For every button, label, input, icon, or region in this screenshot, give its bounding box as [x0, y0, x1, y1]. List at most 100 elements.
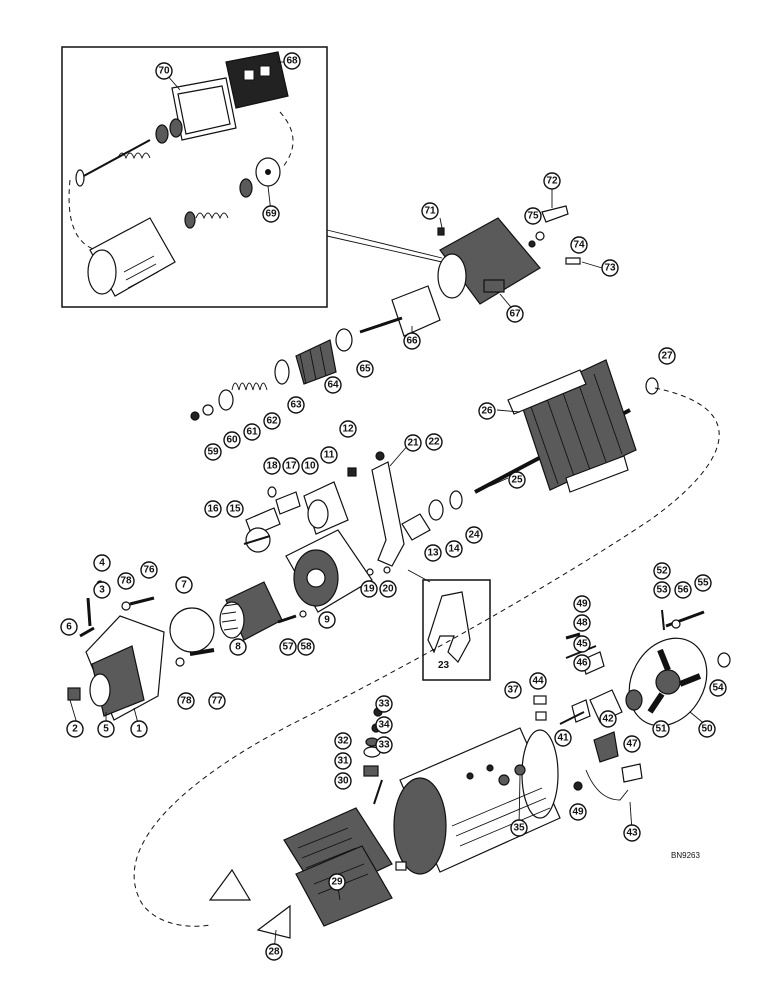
- lever-inset-label: 23: [438, 660, 450, 671]
- washer-shape: [169, 118, 183, 138]
- spring-retainer: [274, 359, 290, 385]
- callout-4: 4: [93, 554, 111, 572]
- terminal-screw: [535, 711, 547, 721]
- frame-screw-head: [498, 774, 510, 786]
- svg-text:16: 16: [207, 504, 219, 515]
- svg-text:2: 2: [72, 724, 78, 735]
- callout-32: 32: [334, 732, 352, 750]
- callout-12: 12: [339, 420, 357, 438]
- bolt-shape: [79, 626, 95, 638]
- small-washer: [383, 566, 391, 574]
- svg-text:20: 20: [382, 584, 394, 595]
- solenoid-mount-foot: [483, 279, 505, 293]
- plug-shape: [717, 652, 731, 668]
- callout-6: 6: [60, 618, 78, 636]
- shift-fork: [427, 591, 471, 663]
- svg-text:53: 53: [656, 585, 668, 596]
- callout-76: 76: [140, 561, 158, 579]
- svg-text:1: 1: [136, 724, 142, 735]
- commutator-end: [533, 588, 731, 801]
- brush-plate: [593, 731, 619, 763]
- o-ring: [335, 328, 353, 352]
- callout-16: 16: [204, 500, 222, 518]
- svg-text:54: 54: [712, 683, 724, 694]
- callout-77: 77: [208, 692, 226, 710]
- lever-inset: 23: [407, 569, 491, 681]
- callout-44: 44: [529, 672, 547, 690]
- callout-31: 31: [334, 752, 352, 770]
- svg-text:47: 47: [626, 739, 638, 750]
- svg-text:50: 50: [701, 724, 713, 735]
- svg-text:48: 48: [576, 618, 588, 629]
- callout-47: 47: [623, 735, 641, 753]
- callout-69: 69: [262, 205, 280, 223]
- callout-51: 51: [652, 720, 670, 738]
- nut-shape: [573, 781, 583, 791]
- field-frame-end: [521, 729, 559, 819]
- svg-text:13: 13: [427, 548, 439, 559]
- insulator-block: [363, 765, 379, 777]
- callout-41: 41: [554, 729, 572, 747]
- svg-text:66: 66: [406, 336, 418, 347]
- svg-text:11: 11: [324, 450, 335, 461]
- svg-text:64: 64: [327, 380, 339, 391]
- clamp-band-screw: [189, 648, 215, 656]
- svg-text:37: 37: [507, 685, 519, 696]
- svg-text:43: 43: [626, 828, 638, 839]
- svg-text:58: 58: [300, 642, 312, 653]
- terminal-stack: [363, 707, 383, 777]
- callout-72: 72: [543, 172, 561, 190]
- frame-hole: [486, 764, 494, 772]
- callout-3: 3: [93, 581, 111, 599]
- washer-shape: [155, 124, 169, 144]
- path-arrow: [256, 904, 291, 939]
- svg-text:62: 62: [266, 416, 278, 427]
- clamp-band: [169, 607, 215, 667]
- callout-78b: 78: [177, 692, 195, 710]
- field-frame-bore: [393, 777, 447, 875]
- svg-text:56: 56: [677, 585, 689, 596]
- svg-text:45: 45: [576, 639, 588, 650]
- svg-text:76: 76: [143, 565, 155, 576]
- thrust-washer: [645, 377, 659, 395]
- svg-text:6: 6: [66, 622, 72, 633]
- plug-slot: [243, 535, 271, 545]
- bolt-shape: [129, 596, 155, 606]
- washer-shape: [175, 657, 185, 667]
- svg-text:24: 24: [468, 530, 480, 541]
- svg-text:26: 26: [481, 406, 493, 417]
- svg-text:9: 9: [324, 615, 330, 626]
- svg-text:49: 49: [576, 599, 588, 610]
- shift-lever-parts: [366, 451, 463, 576]
- field-pole-shoe: [507, 369, 587, 415]
- brush-lead: [559, 711, 585, 725]
- leader-line: [439, 217, 443, 229]
- callout-17: 17: [282, 457, 300, 475]
- drive-housing-bore: [306, 568, 326, 588]
- svg-text:75: 75: [527, 211, 539, 222]
- o-ring: [267, 486, 277, 498]
- solenoid-body-end: [87, 249, 117, 295]
- callout-11: 11: [320, 446, 338, 464]
- svg-text:68: 68: [286, 56, 298, 67]
- callout-45: 45: [573, 635, 591, 653]
- svg-text:46: 46: [576, 658, 588, 669]
- svg-text:8: 8: [235, 642, 241, 653]
- callout-34: 34: [375, 716, 393, 734]
- svg-text:33: 33: [378, 699, 390, 710]
- svg-text:7: 7: [181, 580, 187, 591]
- terminal-strap: [541, 205, 569, 223]
- callout-50: 50: [698, 720, 716, 738]
- callout-53: 53: [653, 581, 671, 599]
- callout-52: 52: [653, 562, 671, 580]
- coil-lead: [373, 779, 383, 805]
- svg-text:22: 22: [428, 437, 440, 448]
- field-coils: [283, 779, 407, 927]
- pinion-teeth: [221, 603, 239, 631]
- callout-67: 67: [506, 305, 524, 323]
- clamp-band-ring: [169, 607, 215, 653]
- shift-lever: [371, 461, 405, 567]
- boot-shape: [295, 339, 337, 385]
- callout-14: 14: [445, 540, 463, 558]
- washer-shape: [449, 490, 463, 510]
